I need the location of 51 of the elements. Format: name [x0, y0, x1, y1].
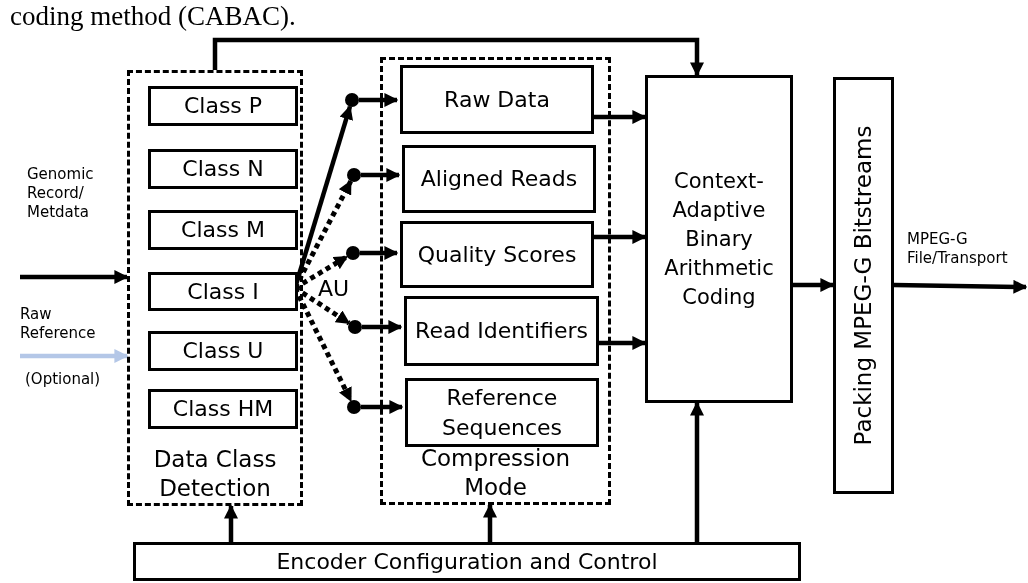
arrow	[793, 278, 835, 292]
process-box	[148, 149, 298, 189]
dashed-group-box	[127, 70, 303, 506]
process-box	[400, 221, 594, 288]
box-label: Class M	[180, 216, 266, 244]
process-box	[133, 542, 801, 581]
arrow	[20, 349, 129, 363]
group-label: Compression Mode	[419, 444, 572, 502]
process-box	[405, 378, 599, 447]
process-box	[645, 75, 793, 403]
process-box	[400, 65, 594, 134]
box-label: Reference Sequences	[441, 383, 563, 442]
process-box	[402, 145, 596, 213]
box-label: Class P	[182, 92, 264, 120]
arrow	[224, 504, 238, 542]
arrow	[212, 37, 704, 77]
box-label: Aligned Reads	[419, 165, 579, 193]
box-label: Class N	[181, 155, 265, 183]
process-box	[404, 296, 599, 366]
group-label: Data Class Detection	[152, 445, 278, 503]
arrow	[20, 270, 129, 284]
process-box	[148, 86, 298, 126]
box-label: Raw Data	[443, 85, 551, 114]
arrow	[361, 400, 404, 414]
box-label: Context-Adaptive Binary Arithmetic Coding	[663, 167, 775, 311]
edge-label: MPEG-G File/Transport	[907, 230, 1009, 268]
process-box	[148, 210, 298, 250]
text-label: AU	[318, 275, 350, 303]
arrow	[361, 168, 401, 182]
arrow	[690, 401, 704, 542]
edge-label: Genomic Record/ Metdata	[27, 165, 95, 222]
text-label: (Optional)	[25, 369, 101, 390]
box-label: Class U	[181, 337, 265, 365]
box-label: Read Identifiers	[414, 317, 589, 345]
box-label: Class I	[186, 277, 260, 306]
box-label: Quality Scores	[416, 240, 578, 269]
arrow	[893, 279, 1028, 294]
process-box	[148, 331, 298, 371]
box-label: Class HM	[171, 395, 275, 423]
box-label: Encoder Configuration and Control	[275, 547, 659, 576]
dashed-group-box	[380, 57, 611, 505]
arrow	[362, 320, 403, 334]
process-box	[148, 272, 298, 311]
arrow	[483, 503, 497, 542]
box-label: Packing MPEG-G Bitstreams	[852, 125, 875, 446]
arrow	[359, 93, 399, 107]
caption: coding method (CABAC).	[10, 0, 296, 33]
arrow	[360, 246, 399, 260]
process-box	[148, 389, 298, 429]
edge-label: Raw Reference	[20, 305, 97, 343]
process-box	[833, 77, 894, 494]
